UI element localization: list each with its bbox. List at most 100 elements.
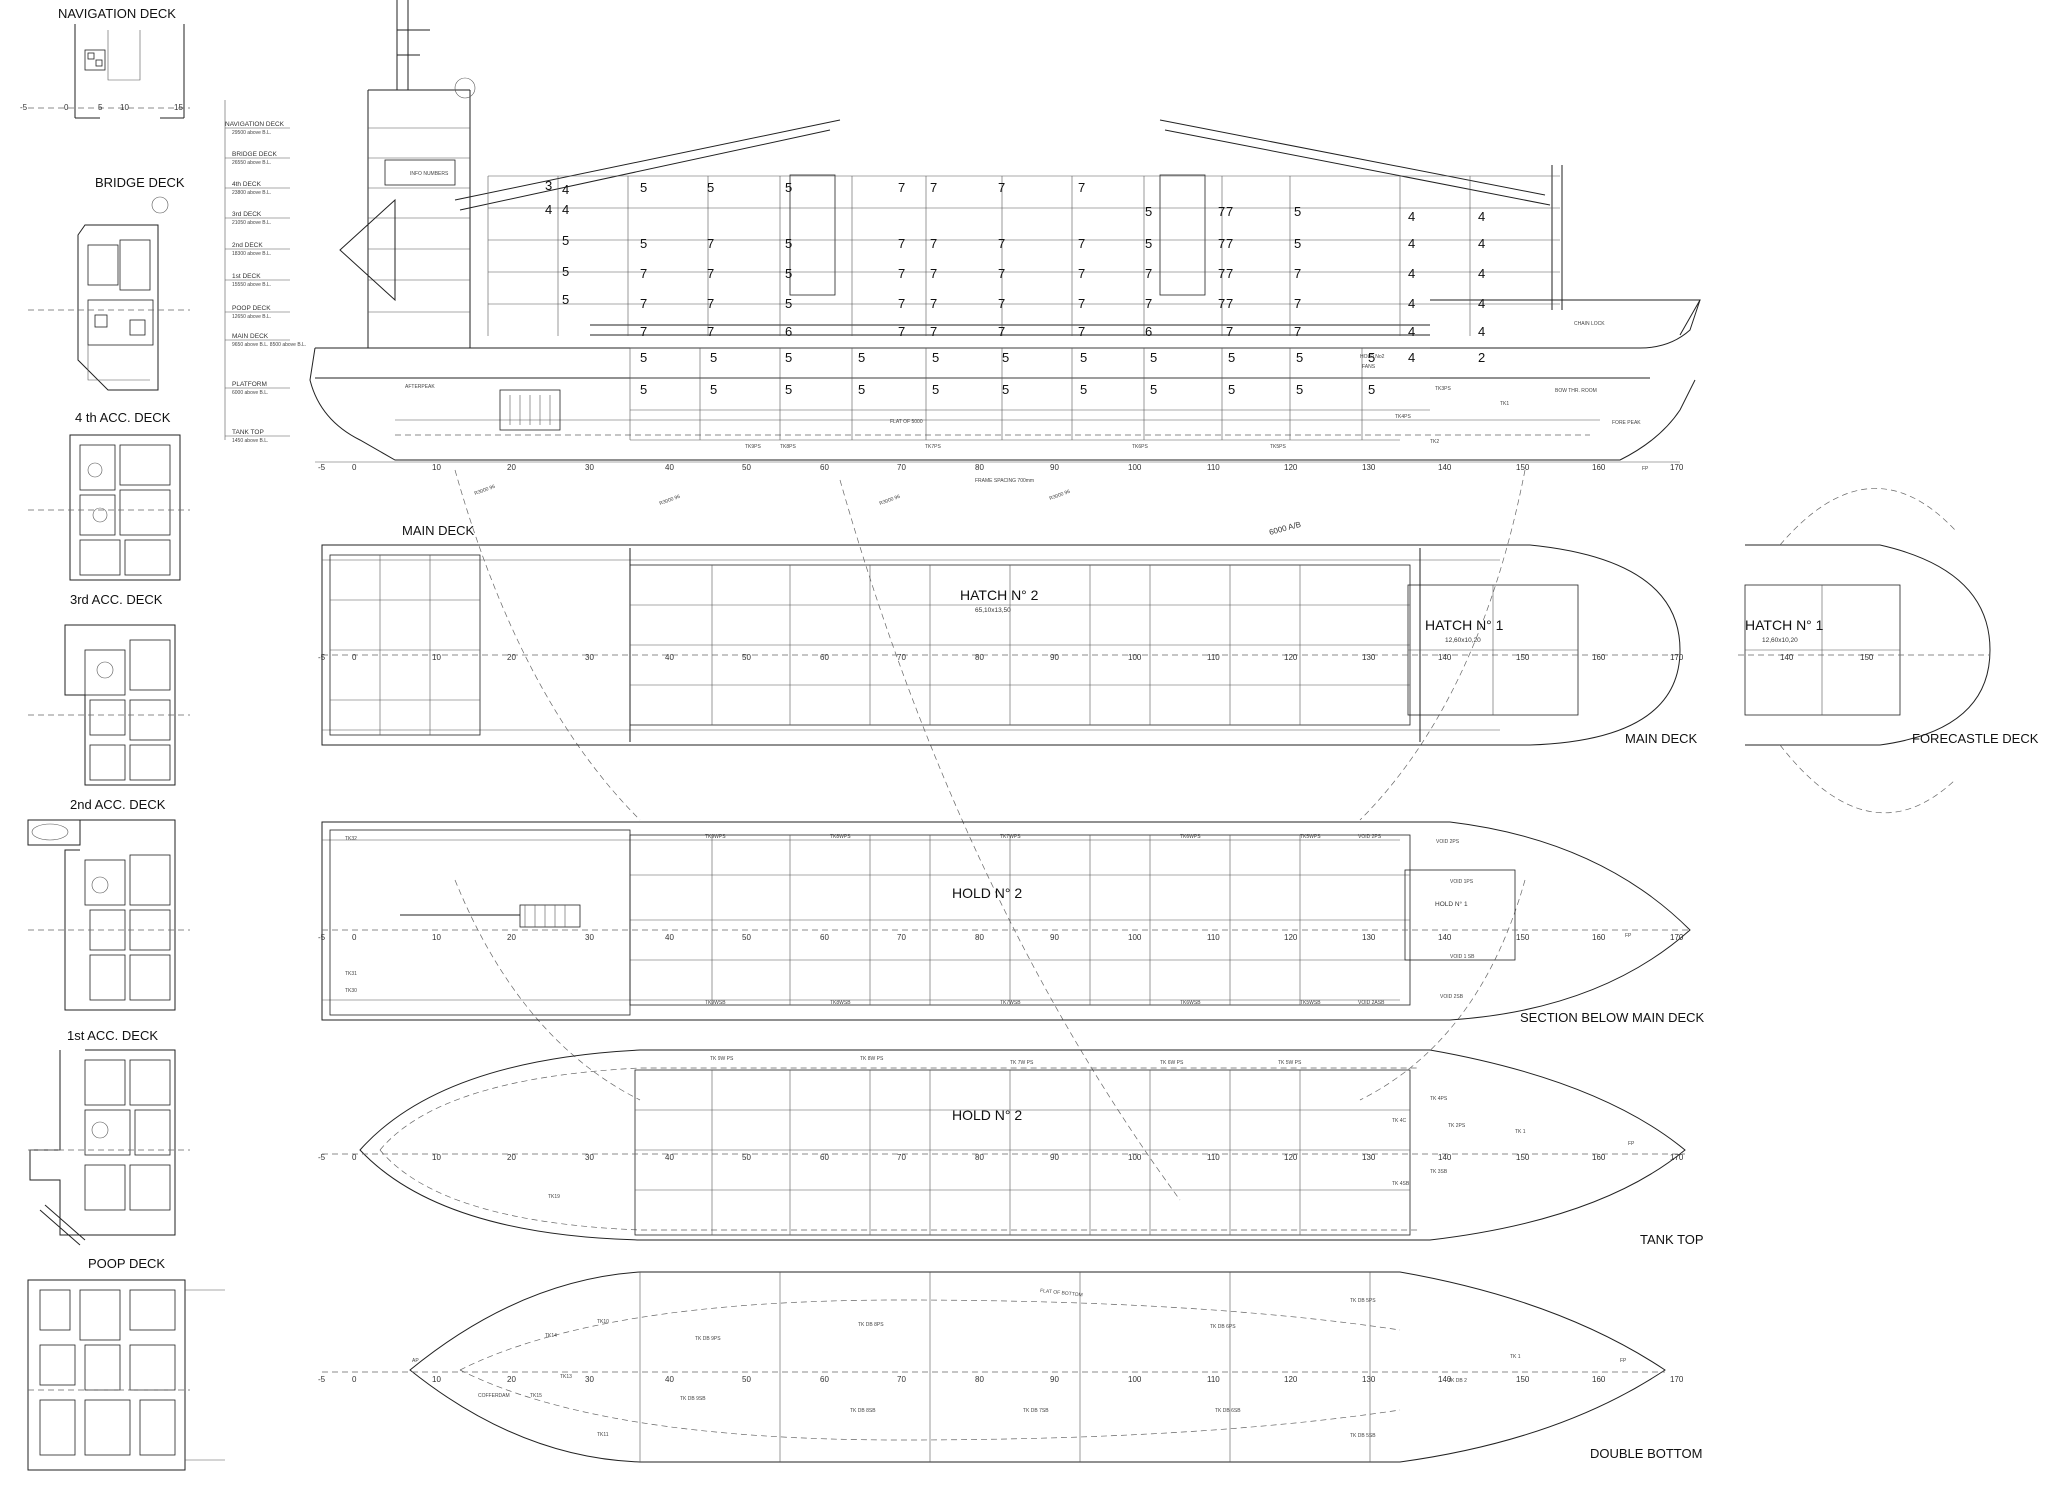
svg-text:1450 above B.L.: 1450 above B.L.	[232, 438, 268, 444]
svg-text:7: 7	[930, 296, 937, 311]
svg-text:FLAT OF BOTTOM: FLAT OF BOTTOM	[1040, 1288, 1083, 1298]
svg-text:TK7WSB: TK7WSB	[1000, 1000, 1021, 1006]
svg-text:70: 70	[897, 1153, 906, 1162]
svg-text:7: 7	[1078, 324, 1085, 339]
hatch1-label: HATCH N° 1	[1425, 617, 1504, 633]
svg-text:5: 5	[1150, 350, 1157, 365]
svg-text:4: 4	[1408, 296, 1415, 311]
svg-text:NAVIGATION DECK: NAVIGATION DECK	[225, 121, 285, 128]
hold-stacks: 5 5 5 5 5 5 5 5 5 5 5 4 2 5 5 5 5 5 5 5 …	[629, 347, 1485, 441]
svg-text:7: 7	[1078, 180, 1085, 195]
svg-text:30: 30	[585, 653, 594, 662]
nav-deck-plan	[28, 24, 190, 119]
svg-text:5: 5	[1145, 204, 1152, 219]
svg-text:140: 140	[1780, 653, 1794, 662]
svg-text:TK9WSB: TK9WSB	[705, 1000, 726, 1006]
svg-text:4: 4	[1478, 296, 1485, 311]
3rd-deck-plan	[28, 624, 190, 786]
svg-text:TK DB 5SB: TK DB 5SB	[1350, 1433, 1376, 1439]
double-bottom-ticks: -5 0 10 20 30 40 50 60 70 80 90 100 110 …	[318, 1375, 1684, 1384]
svg-text:140: 140	[1438, 653, 1452, 662]
svg-text:TK9WPS: TK9WPS	[705, 834, 726, 840]
svg-text:TK 4C: TK 4C	[1392, 1118, 1407, 1124]
fans-label: FANS	[1362, 364, 1376, 370]
svg-text:3: 3	[545, 178, 552, 193]
projection-arcs	[454, 469, 1526, 1201]
svg-text:5: 5	[710, 382, 717, 397]
svg-text:160: 160	[1592, 463, 1606, 472]
svg-text:90: 90	[1050, 933, 1059, 942]
svg-text:140: 140	[1438, 463, 1452, 472]
svg-text:TK DB 6PS: TK DB 6PS	[1210, 1324, 1236, 1330]
poop-deck-title: POOP DECK	[88, 1256, 165, 1271]
1st-deck-title: 1st ACC. DECK	[67, 1028, 158, 1043]
svg-text:7: 7	[1078, 236, 1085, 251]
svg-text:7: 7	[707, 266, 714, 281]
svg-text:TK11: TK11	[597, 1432, 609, 1438]
svg-text:TK13: TK13	[560, 1374, 572, 1380]
svg-text:FP: FP	[1620, 1358, 1627, 1364]
svg-text:5: 5	[640, 236, 647, 251]
frame-spacing: FRAME SPACING 700mm	[975, 478, 1034, 484]
svg-text:150: 150	[1860, 653, 1874, 662]
chain-lock-label: CHAIN LOCK	[1574, 321, 1605, 327]
svg-text:4: 4	[1408, 350, 1415, 365]
svg-text:160: 160	[1592, 653, 1606, 662]
svg-text:20: 20	[507, 1153, 516, 1162]
svg-text:30: 30	[585, 1153, 594, 1162]
svg-text:TK 3SB: TK 3SB	[1430, 1169, 1448, 1175]
svg-text:TK DB 7SB: TK DB 7SB	[1023, 1408, 1049, 1414]
svg-text:7: 7	[1294, 296, 1301, 311]
svg-text:TK 2PS: TK 2PS	[1448, 1123, 1466, 1129]
svg-text:7: 7	[1218, 236, 1225, 251]
svg-text:100: 100	[1128, 463, 1142, 472]
svg-text:20: 20	[507, 933, 516, 942]
svg-text:20: 20	[507, 1375, 516, 1384]
dim-3: R3000 96	[879, 494, 902, 507]
svg-text:4: 4	[545, 202, 552, 217]
svg-text:TK 7W PS: TK 7W PS	[1010, 1060, 1034, 1066]
svg-text:10: 10	[432, 933, 441, 942]
fc-hatch1-size: 12,60x10,20	[1762, 637, 1798, 644]
svg-text:VOID 1 SB: VOID 1 SB	[1450, 954, 1475, 960]
svg-text:TK14: TK14	[545, 1333, 557, 1339]
svg-text:PLATFORM: PLATFORM	[232, 381, 267, 388]
svg-text:10: 10	[432, 653, 441, 662]
svg-text:10: 10	[432, 1153, 441, 1162]
svg-text:170: 170	[1670, 933, 1684, 942]
svg-text:5: 5	[640, 350, 647, 365]
svg-text:TK8WPS: TK8WPS	[830, 834, 851, 840]
svg-text:7: 7	[1078, 266, 1085, 281]
svg-text:TK 1: TK 1	[1510, 1354, 1521, 1360]
svg-text:7: 7	[707, 296, 714, 311]
svg-text:TK DB 5PS: TK DB 5PS	[1350, 1298, 1376, 1304]
svg-text:170: 170	[1670, 653, 1684, 662]
fp-profile-label: FP	[1642, 466, 1649, 472]
svg-text:TK15: TK15	[530, 1393, 542, 1399]
profile-frame-ticks: -5 0 10 20 30 40 50 60 70 80 90 100 110 …	[318, 463, 1684, 472]
svg-text:10: 10	[432, 463, 441, 472]
hatch2-label: HATCH N° 2	[960, 587, 1039, 603]
svg-text:4: 4	[1408, 209, 1415, 224]
svg-text:7: 7	[930, 324, 937, 339]
svg-text:7: 7	[1078, 296, 1085, 311]
svg-text:70: 70	[897, 1375, 906, 1384]
svg-text:5: 5	[785, 236, 792, 251]
svg-text:150: 150	[1516, 653, 1530, 662]
svg-text:130: 130	[1362, 463, 1376, 472]
svg-text:7: 7	[898, 266, 905, 281]
flat-label: FLAT OF 5000	[890, 419, 923, 425]
svg-text:7: 7	[898, 296, 905, 311]
svg-text:6000 above B.L.: 6000 above B.L.	[232, 390, 268, 396]
svg-text:7: 7	[707, 236, 714, 251]
svg-text:30: 30	[585, 1375, 594, 1384]
svg-text:10: 10	[120, 103, 129, 112]
main-deck-dim: 6000 A/B	[1268, 520, 1302, 537]
svg-text:7: 7	[898, 324, 905, 339]
svg-text:7: 7	[1218, 266, 1225, 281]
tank-top-plan: HOLD N° 2 TK 9W PS TK 8W PS TK 7W PS TK …	[318, 1049, 1686, 1241]
svg-text:4: 4	[1478, 324, 1485, 339]
svg-text:5: 5	[785, 296, 792, 311]
